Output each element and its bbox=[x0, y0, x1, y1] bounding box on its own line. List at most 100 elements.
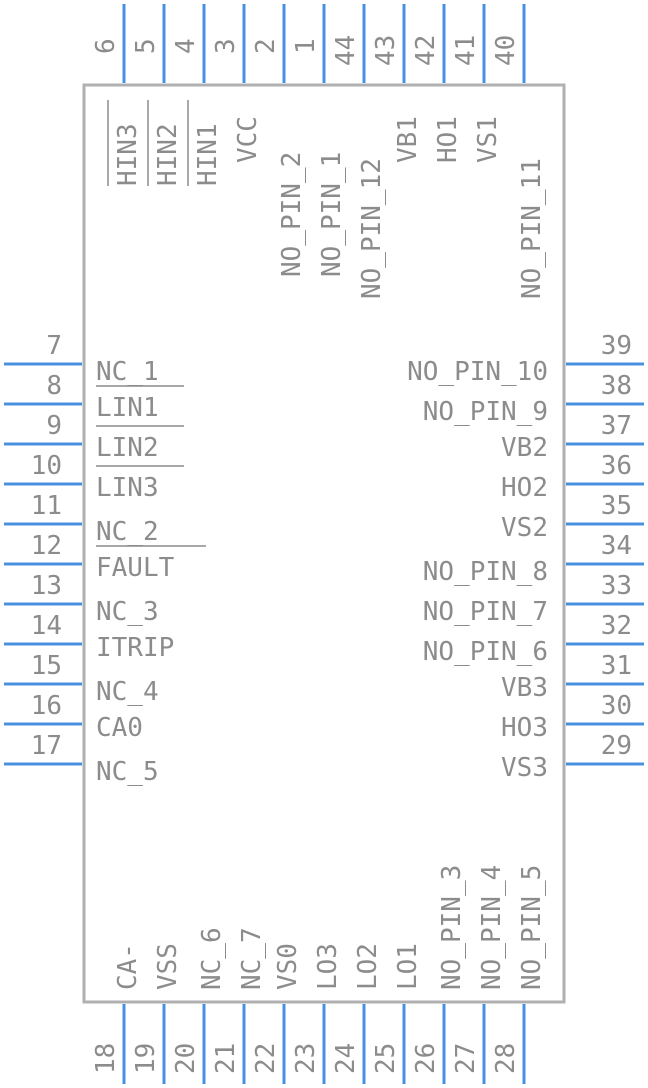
pin-number: 11 bbox=[31, 491, 62, 521]
pin-27: 27 NO_PIN_4 bbox=[451, 865, 507, 1084]
pin-2: 2 VCC bbox=[233, 4, 286, 163]
pin-33: 33 NO_PIN_7 bbox=[423, 571, 644, 627]
pin-number: 2 bbox=[251, 38, 281, 54]
pin-5: 5 HIN3 bbox=[107, 4, 166, 186]
pin-number: 5 bbox=[131, 38, 161, 54]
pin-number: 30 bbox=[601, 691, 632, 721]
pin-35: 35 VS2 bbox=[501, 491, 644, 543]
pin-label: NO_PIN_5 bbox=[517, 865, 547, 990]
pin-label: VB1 bbox=[393, 116, 423, 163]
pin-number: 27 bbox=[451, 1043, 481, 1074]
pin-number: 20 bbox=[171, 1043, 201, 1074]
pin-25: 25 LO1 bbox=[371, 943, 423, 1084]
pin-number: 38 bbox=[601, 371, 632, 401]
pin-label: NO_PIN_2 bbox=[277, 152, 307, 277]
pin-number: 7 bbox=[46, 331, 62, 361]
bottom-pins: 18 CA- 19 VSS 20 NC_6 21 NC_7 22 VS0 23 … bbox=[91, 865, 547, 1084]
pin-label: VS0 bbox=[273, 943, 303, 990]
pin-3: 3 HIN1 bbox=[187, 4, 246, 186]
pin-label: NO_PIN_12 bbox=[357, 158, 387, 299]
pin-label: NC_3 bbox=[96, 597, 159, 627]
pin-number: 26 bbox=[411, 1043, 441, 1074]
pin-number: 3 bbox=[211, 38, 241, 54]
pin-label: NC_7 bbox=[237, 927, 267, 990]
pin-8: 8 LIN1 bbox=[4, 371, 184, 423]
pin-number: 39 bbox=[601, 331, 632, 361]
pin-number: 37 bbox=[601, 411, 632, 441]
pin-number: 25 bbox=[371, 1043, 401, 1074]
pin-38: 38 NO_PIN_9 bbox=[423, 371, 644, 427]
pin-18: 18 CA- bbox=[91, 943, 143, 1084]
pin-number: 16 bbox=[31, 691, 62, 721]
pin-30: 30 HO3 bbox=[501, 691, 644, 743]
pin-44: 44 NO_PIN_12 bbox=[331, 4, 387, 299]
pin-number: 6 bbox=[91, 38, 121, 54]
pin-label: CA- bbox=[113, 943, 143, 990]
pin-14: 14 ITRIP bbox=[4, 611, 174, 663]
pin-28: 28 NO_PIN_5 bbox=[491, 865, 547, 1084]
pin-32: 32 NO_PIN_6 bbox=[423, 611, 644, 667]
pin-number: 44 bbox=[331, 35, 361, 66]
pin-label: NO_PIN_10 bbox=[407, 357, 548, 387]
pin-label: VSS bbox=[153, 943, 183, 990]
component-body bbox=[82, 83, 566, 1004]
pin-number: 15 bbox=[31, 651, 62, 681]
pin-31: 31 VB3 bbox=[501, 651, 644, 703]
pin-number: 10 bbox=[31, 451, 62, 481]
pin-40: 40 NO_PIN_11 bbox=[491, 4, 547, 299]
pin-label: VS1 bbox=[473, 116, 503, 163]
pin-number: 23 bbox=[291, 1043, 321, 1074]
pin-20: 20 NC_6 bbox=[171, 927, 227, 1084]
pin-number: 1 bbox=[291, 38, 321, 54]
pin-6: 6 bbox=[91, 4, 126, 83]
pin-7: 7 NC_1 bbox=[4, 331, 159, 387]
pin-number: 33 bbox=[601, 571, 632, 601]
pin-label: HO1 bbox=[433, 116, 463, 163]
pin-label: ITRIP bbox=[96, 633, 174, 663]
pin-number: 40 bbox=[491, 35, 521, 66]
pin-number: 14 bbox=[31, 611, 62, 641]
pin-label: HO3 bbox=[501, 713, 548, 743]
pin-number: 12 bbox=[31, 531, 62, 561]
pin-number: 17 bbox=[31, 731, 62, 761]
pin-39: 39 NO_PIN_10 bbox=[407, 331, 644, 387]
right-pins: 39 NO_PIN_10 38 NO_PIN_9 37 VB2 36 HO2 3… bbox=[407, 331, 644, 783]
pin-label: LIN2 bbox=[96, 433, 159, 463]
pin-number: 13 bbox=[31, 571, 62, 601]
pin-label: NC_1 bbox=[96, 357, 159, 387]
pin-36: 36 HO2 bbox=[501, 451, 644, 503]
pin-label: HIN2 bbox=[153, 123, 183, 186]
pin-number: 43 bbox=[371, 35, 401, 66]
pin-12: 12 FAULT bbox=[4, 531, 206, 583]
pin-label: VCC bbox=[233, 116, 263, 163]
pin-label: LO3 bbox=[313, 943, 343, 990]
pin-22: 22 VS0 bbox=[251, 943, 303, 1084]
pin-number: 36 bbox=[601, 451, 632, 481]
left-pins: 7 NC_1 8 LIN1 9 LIN2 10 LIN3 11 NC_2 bbox=[4, 331, 206, 787]
pin-15: 15 NC_4 bbox=[4, 651, 159, 707]
pin-number: 42 bbox=[411, 35, 441, 66]
pin-number: 4 bbox=[171, 38, 201, 54]
pin-17: 17 NC_5 bbox=[4, 731, 159, 787]
pin-41: 41 VS1 bbox=[451, 4, 503, 163]
pin-number: 19 bbox=[131, 1043, 161, 1074]
pin-24: 24 LO2 bbox=[331, 943, 383, 1084]
pin-label: CA0 bbox=[96, 713, 143, 743]
pin-label: HIN1 bbox=[193, 123, 223, 186]
pin-label: NC_5 bbox=[96, 757, 159, 787]
pin-23: 23 LO3 bbox=[291, 943, 343, 1084]
pin-number: 41 bbox=[451, 35, 481, 66]
pin-number: 18 bbox=[91, 1043, 121, 1074]
pin-label: NC_4 bbox=[96, 677, 159, 707]
pin-42: 42 HO1 bbox=[411, 4, 463, 163]
pin-13: 13 NC_3 bbox=[4, 571, 159, 627]
pin-label: NO_PIN_9 bbox=[423, 397, 548, 427]
pin-number: 28 bbox=[491, 1043, 521, 1074]
pin-label: NO_PIN_11 bbox=[517, 158, 547, 299]
pin-number: 22 bbox=[251, 1043, 281, 1074]
pin-label: NC_2 bbox=[96, 517, 159, 547]
pin-label: FAULT bbox=[96, 553, 175, 583]
pin-label: NO_PIN_3 bbox=[437, 865, 467, 990]
pin-number: 32 bbox=[601, 611, 632, 641]
